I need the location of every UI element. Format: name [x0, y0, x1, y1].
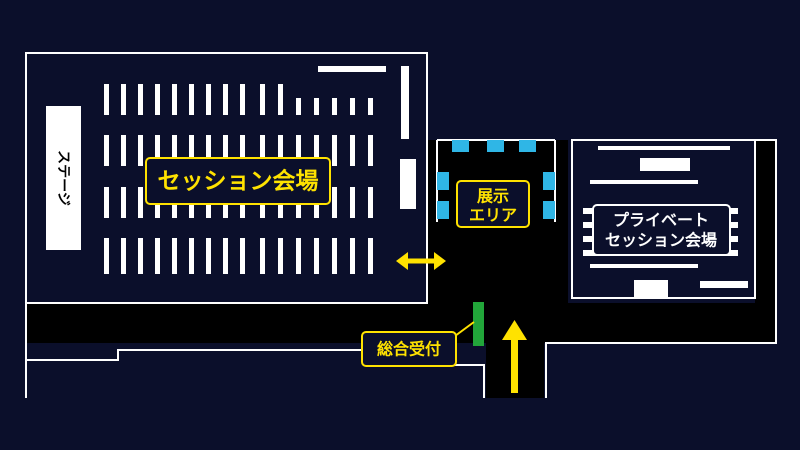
reception-desk [473, 302, 484, 346]
seat-row [296, 135, 301, 166]
seat-row [189, 135, 194, 166]
seat-row [314, 135, 319, 166]
seat-row [104, 135, 109, 166]
seat-row [189, 238, 194, 274]
seat-row [314, 238, 319, 274]
seat-row [368, 135, 373, 166]
seat-row [138, 84, 143, 115]
seat-row [121, 238, 126, 274]
seat-row [350, 238, 355, 274]
seat-row [350, 135, 355, 166]
seat-row [155, 238, 160, 274]
exhibit-area-label: 展示 エリア [456, 180, 530, 228]
session-hall-label: セッション会場 [145, 157, 331, 205]
seat-row [104, 84, 109, 115]
exhibit-booth [519, 140, 536, 152]
session-hall-side-table [401, 66, 409, 139]
seat-row [104, 238, 109, 274]
seat-row [314, 98, 319, 115]
private-session-label: プライベート セッション会場 [592, 204, 731, 256]
seat-row [260, 238, 265, 274]
seat-row [172, 135, 177, 166]
svg-text:展示: 展示 [477, 187, 509, 206]
exhibit-booth [487, 140, 504, 152]
exhibit-booth [543, 172, 555, 190]
seat-row [121, 187, 126, 218]
seat-row [138, 187, 143, 218]
reception-label: 総合受付 [361, 331, 457, 367]
seat-row [223, 238, 228, 274]
svg-text:プライベート: プライベート [613, 211, 709, 230]
reception-leader-line [454, 321, 475, 337]
session-hall-door-panel [400, 159, 416, 209]
seat-row [155, 135, 160, 166]
seat-row [240, 84, 245, 115]
seat-row [223, 135, 228, 166]
seat-row [104, 187, 109, 218]
session-hall-side-table [318, 66, 386, 72]
seat-row [368, 187, 373, 218]
seat-row [278, 135, 283, 166]
seat-row [278, 238, 283, 274]
svg-text:総合受付: 総合受付 [377, 340, 441, 359]
seat-row [121, 135, 126, 166]
seat-row [172, 84, 177, 115]
stage-label: ステージ [55, 150, 71, 206]
seat-row [260, 84, 265, 115]
seat-row [206, 84, 211, 115]
exhibit-area [436, 139, 556, 222]
seat-row [296, 98, 301, 115]
exhibit-booth [543, 201, 555, 219]
svg-text:ステージ: ステージ [55, 150, 71, 206]
svg-text:セッション会場: セッション会場 [158, 168, 319, 195]
seat-row [332, 135, 337, 166]
seat-row [332, 187, 337, 218]
seat-row [240, 135, 245, 166]
seat-row [350, 98, 355, 115]
seat-row [138, 238, 143, 274]
stage-area [46, 106, 81, 250]
up-arrow-icon [502, 320, 527, 393]
seat-row [368, 238, 373, 274]
seat-row [350, 187, 355, 218]
exhibit-booth [452, 140, 469, 152]
seat-row [240, 238, 245, 274]
seat-row [155, 84, 160, 115]
seat-row [332, 98, 337, 115]
seat-row [138, 135, 143, 166]
seat-row [260, 135, 265, 166]
seat-row [296, 238, 301, 274]
seat-row [206, 238, 211, 274]
seat-row [278, 84, 283, 115]
seat-row [223, 84, 228, 115]
seat-row [332, 238, 337, 274]
double-arrow-icon [396, 252, 446, 270]
exhibit-booth [437, 172, 449, 190]
seat-row [206, 135, 211, 166]
svg-text:エリア: エリア [469, 206, 517, 225]
seat-row [189, 84, 194, 115]
seat-row [172, 238, 177, 274]
svg-text:セッション会場: セッション会場 [605, 231, 717, 250]
seat-row [121, 84, 126, 115]
seat-row [368, 98, 373, 115]
walkways [25, 139, 777, 398]
exhibit-booth [437, 201, 449, 219]
